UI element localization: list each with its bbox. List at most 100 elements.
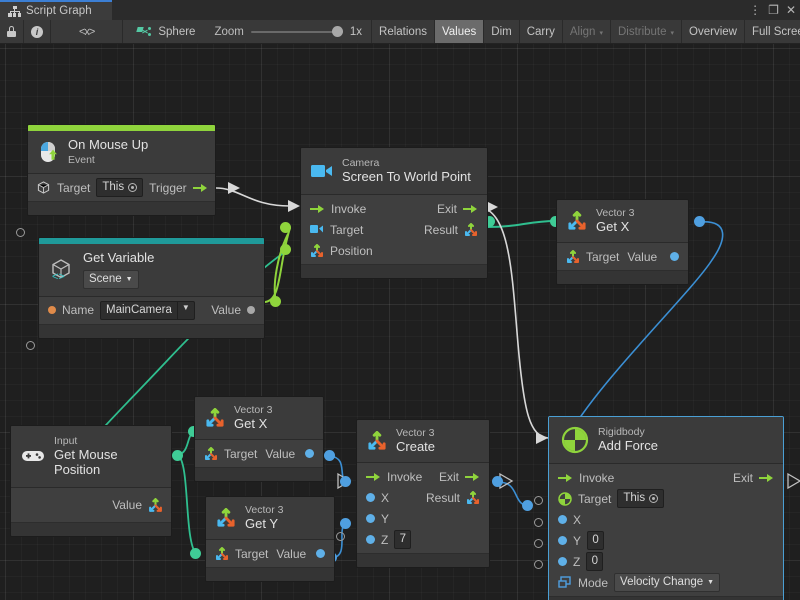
port-event-target-in[interactable] [16, 228, 25, 237]
port-rb-y-in[interactable] [534, 518, 543, 527]
node-input-get-mouse-position[interactable]: Input Get Mouse Position Value [10, 425, 172, 537]
zoom-slider[interactable] [250, 26, 343, 38]
port-camera-target[interactable] [280, 222, 291, 233]
value-port-dot[interactable] [305, 449, 314, 458]
port-row-z[interactable]: Z 0 [549, 551, 783, 572]
close-icon[interactable]: ✕ [785, 3, 796, 17]
target-value-chip[interactable]: This [617, 489, 665, 508]
port-row-value[interactable]: Value [11, 491, 171, 519]
value-port-dot[interactable] [670, 252, 679, 261]
port-row-x[interactable]: X [549, 509, 783, 530]
node-get-variable[interactable]: <> Get Variable Scene ▼ Name MainCamera … [38, 237, 265, 339]
port-row-name[interactable]: Name MainCamera ▼ Value [39, 300, 264, 321]
port-vec3x-b-value-out[interactable] [324, 450, 335, 461]
port-row-y[interactable]: Y [357, 508, 489, 529]
chevron-down-icon[interactable]: ▼ [177, 300, 195, 320]
value-out[interactable] [316, 549, 325, 558]
z-port-dot[interactable] [366, 535, 375, 544]
y-port-dot[interactable] [558, 536, 567, 545]
z-value-field[interactable]: 0 [586, 552, 604, 571]
zoom-knob[interactable] [331, 26, 343, 37]
port-row-target[interactable]: Target This Trigger [28, 177, 215, 198]
node-vector3-get-y[interactable]: Vector 3 Get Y Target Value [205, 496, 335, 582]
port-row-y[interactable]: Y 0 [549, 530, 783, 551]
code-view-button[interactable]: <x> [51, 20, 124, 43]
target-value-chip[interactable]: This [96, 178, 144, 197]
port-create-x-in[interactable] [340, 476, 351, 487]
port-input-value-out[interactable] [172, 450, 183, 461]
node-rigidbody-add-force[interactable]: Rigidbody Add Force Invoke Exit Target T… [548, 416, 784, 600]
toolbar-button-dim[interactable]: Dim [484, 20, 520, 43]
port-camera-result-out[interactable] [484, 216, 495, 227]
port-row-x[interactable]: X Result [357, 487, 489, 508]
toolbar-button-align[interactable]: Align▾ [563, 20, 611, 43]
port-row-mode[interactable]: Mode Velocity Change ▼ [549, 572, 783, 593]
port-create-y-in[interactable] [340, 518, 351, 529]
toolbar-button-values[interactable]: Values [434, 20, 485, 43]
info-button[interactable]: i [24, 20, 51, 43]
z-port-dot[interactable] [558, 557, 567, 566]
port-vec3y-target-in[interactable] [190, 548, 201, 559]
port-vec3x-value-out[interactable] [694, 216, 705, 227]
toolbar-button-full-screen[interactable]: Full Screen [745, 20, 800, 43]
result-out[interactable]: Result [424, 222, 478, 237]
value-out[interactable]: Value [211, 303, 255, 317]
exit-out[interactable]: Exit [437, 202, 478, 216]
port-camera-position[interactable] [280, 244, 291, 255]
port-row-target[interactable]: Target This [549, 488, 783, 509]
toolbar-button-carry[interactable]: Carry [520, 20, 563, 43]
port-row-target-value[interactable]: Target Value [206, 543, 334, 564]
node-on-mouse-up[interactable]: On Mouse Up Event Target This Trigger [27, 124, 216, 216]
trigger-out[interactable]: Trigger [149, 181, 208, 195]
exit-out[interactable]: Exit [733, 471, 774, 485]
port-row-target-value[interactable]: Target Value [557, 246, 688, 267]
port-row-target-value[interactable]: Target Value [195, 443, 323, 464]
z-value-field[interactable]: 7 [394, 530, 412, 549]
port-row-invoke[interactable]: Invoke Exit [301, 198, 487, 219]
target-object-button[interactable]: Sphere [123, 20, 205, 43]
node-camera-screen-to-world-point[interactable]: Camera Screen To World Point Invoke Exit… [300, 147, 488, 279]
port-getvariable-value-out[interactable] [270, 296, 281, 307]
value-out[interactable]: Value [112, 497, 162, 512]
variable-name-field[interactable]: MainCamera ▼ [100, 300, 195, 320]
lock-button[interactable] [0, 20, 24, 43]
tab-script-graph[interactable]: Script Graph [0, 0, 112, 20]
y-port-dot[interactable] [366, 514, 375, 523]
port-row-position[interactable]: Position [301, 240, 487, 261]
port-row-invoke[interactable]: Invoke Exit [549, 467, 783, 488]
mode-dropdown[interactable]: Velocity Change ▼ [614, 573, 721, 592]
value-out[interactable] [305, 449, 314, 458]
name-port-dot[interactable] [48, 306, 56, 315]
port-create-z-in[interactable] [336, 532, 345, 541]
scope-dropdown[interactable]: Scene ▼ [83, 269, 139, 289]
target-picker-icon[interactable] [649, 494, 659, 503]
port-create-result-out[interactable] [492, 476, 503, 487]
result-out[interactable]: Result [426, 490, 480, 505]
port-getvariable-name-in[interactable] [26, 341, 35, 350]
port-vec3x-b-target-in[interactable] [188, 426, 199, 437]
node-vector3-create[interactable]: Vector 3 Create Invoke Exit X Result [356, 419, 490, 568]
port-rb-target-in[interactable] [534, 496, 543, 505]
value-out[interactable] [670, 252, 679, 261]
kebab-menu-icon[interactable]: ⋮ [749, 3, 762, 17]
port-rb-mode-in[interactable] [534, 560, 543, 569]
node-vector3-get-x-bottom[interactable]: Vector 3 Get X Target Value [194, 396, 324, 482]
port-vec3x-target-in[interactable] [550, 216, 561, 227]
port-row-invoke[interactable]: Invoke Exit [357, 466, 489, 487]
maximize-icon[interactable]: ❐ [768, 3, 779, 17]
x-port-dot[interactable] [366, 493, 375, 502]
value-port-dot[interactable] [316, 549, 325, 558]
x-port-dot[interactable] [558, 515, 567, 524]
port-rigidbody-x-in[interactable] [522, 500, 533, 511]
port-row-z[interactable]: Z 7 [357, 529, 489, 550]
port-rb-z-in[interactable] [534, 539, 543, 548]
exit-out[interactable]: Exit [439, 470, 480, 484]
toolbar-button-overview[interactable]: Overview [682, 20, 745, 43]
port-row-target[interactable]: Target Result [301, 219, 487, 240]
y-value-field[interactable]: 0 [587, 531, 605, 550]
toolbar-button-relations[interactable]: Relations [371, 20, 435, 43]
target-picker-icon[interactable] [128, 183, 138, 192]
value-port-dot[interactable] [247, 306, 255, 315]
graph-canvas[interactable]: On Mouse Up Event Target This Trigger [0, 44, 800, 600]
node-vector3-get-x-top[interactable]: Vector 3 Get X Target Value [556, 199, 689, 285]
